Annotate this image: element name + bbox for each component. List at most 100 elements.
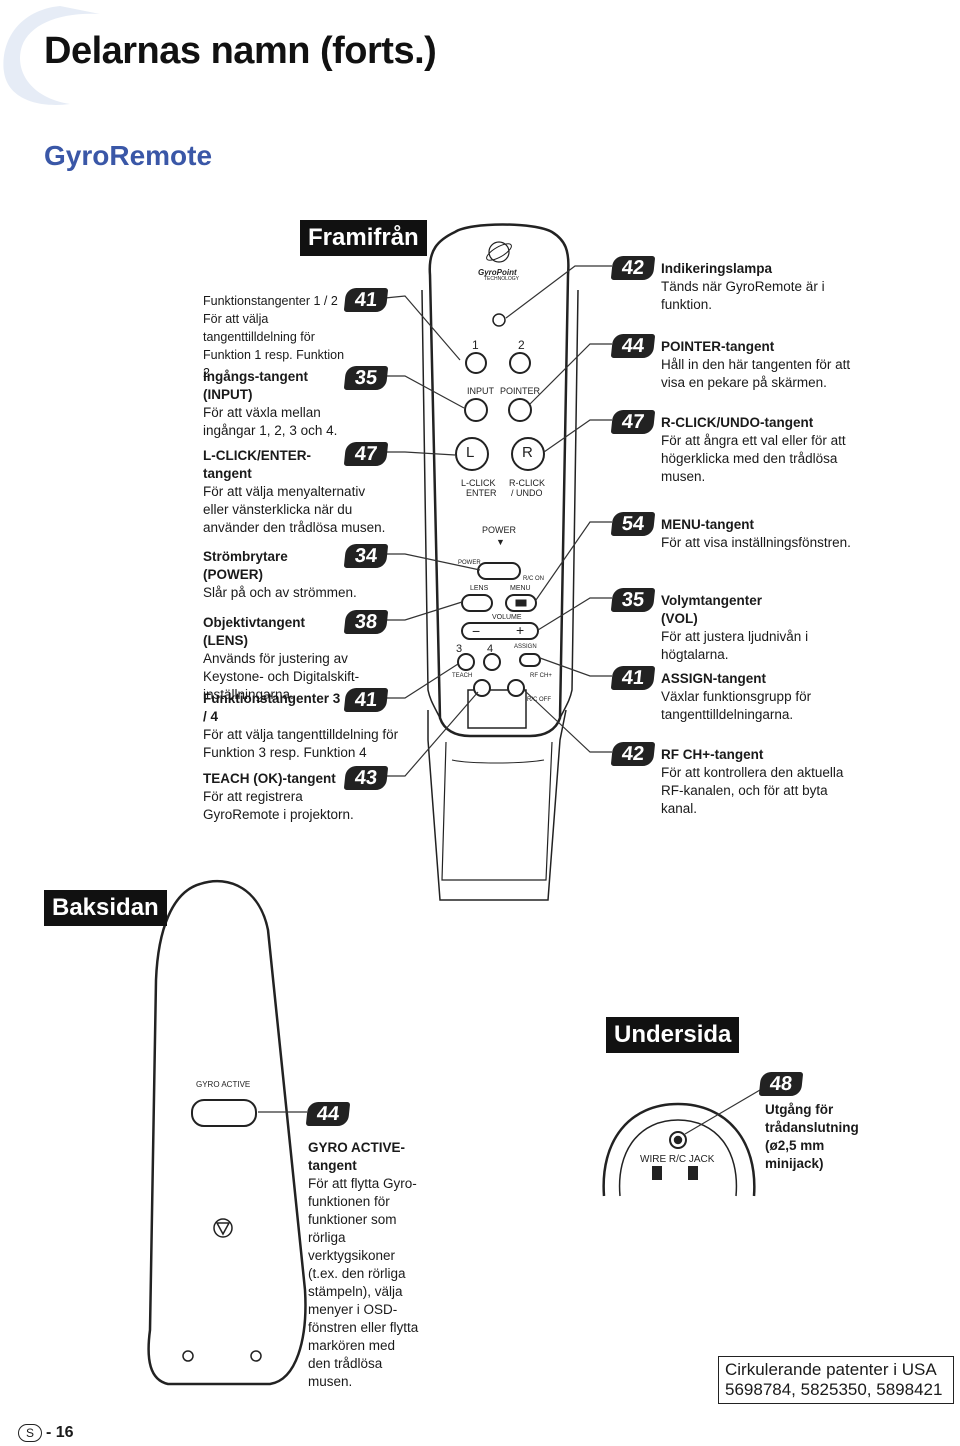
badge-page-ref: 38	[343, 610, 389, 634]
badge-page-ref: 47	[610, 410, 656, 434]
page-number-value: - 16	[46, 1424, 74, 1441]
callout-volume-keys: Volymtangenter (VOL) För att justera lju…	[661, 592, 821, 664]
remote-menu-label: MENU	[510, 585, 531, 592]
callout-wire-jack: Utgång för trådanslutning (ø2,5 mm minij…	[765, 1101, 865, 1173]
remote-rc-on-label: R/C ON	[523, 576, 544, 582]
callout-indicator-lamp-title: Indikeringslampa	[661, 261, 773, 276]
volume-plus-icon: +	[516, 622, 525, 638]
badge-page-ref: 47	[343, 442, 389, 466]
callout-pointer-key-text: Håll in den här tangenten för att visa e…	[661, 357, 851, 390]
callout-func-1-2-text: För att välja tangenttilldelning för Fun…	[203, 312, 345, 380]
remote-key-4-label: 4	[487, 643, 494, 655]
callout-assign-key-text: Växlar funktionsgrupp för tangenttilldel…	[661, 689, 812, 722]
patent-notice: Cirkulerande patenter i USA 5698784, 582…	[718, 1356, 954, 1404]
badge-page-ref: 44	[305, 1102, 351, 1126]
remote-pointer-label: POINTER	[500, 386, 541, 396]
remote-brand-sub-label: TECHNOLOGY	[484, 276, 520, 282]
remote-key-3-label: 3	[456, 643, 463, 655]
corner-swoosh	[3, 6, 100, 105]
callout-power-key-title: Strömbrytare (POWER)	[203, 549, 288, 582]
patent-line-1: Cirkulerande patenter i USA	[725, 1360, 937, 1379]
remote-gyro-active-label: GYRO ACTIVE	[196, 1080, 251, 1089]
remote-l-key-label: L	[466, 444, 475, 461]
remote-wire-jack-label: WIRE R/C JACK	[640, 1154, 715, 1165]
remote-assign-label: ASSIGN	[514, 644, 537, 650]
remote-key-2-label: 2	[518, 338, 525, 352]
callout-teach-key: TEACH (OK)-tangent För att registrera Gy…	[203, 770, 373, 824]
badge-page-ref: 54	[610, 512, 656, 536]
section-label-back: Baksidan	[44, 890, 167, 926]
callout-power-key-text: Slår på och av strömmen.	[203, 585, 357, 600]
callout-func-3-4-text: För att välja tangenttilldelning för Fun…	[203, 727, 399, 760]
section-label-bottom: Undersida	[606, 1017, 740, 1053]
badge-page-ref: 48	[758, 1072, 804, 1096]
callout-menu-key-title: MENU-tangent	[661, 517, 754, 532]
badge-page-ref: 43	[343, 766, 389, 790]
callout-indicator-lamp: Indikeringslampa Tänds när GyroRemote är…	[661, 260, 841, 314]
section-label-front: Framifrån	[300, 220, 427, 256]
callout-lens-key-text: Används för justering av Keystone- och D…	[203, 651, 360, 702]
badge-page-ref: 34	[343, 544, 389, 568]
volume-minus-icon: −	[472, 623, 481, 639]
page-prefix: S	[18, 1424, 42, 1442]
callout-func-1-2-title: Funktionstangenter 1 / 2	[203, 294, 338, 308]
callout-pointer-key: POINTER-tangent Håll in den här tangente…	[661, 338, 861, 392]
remote-lclick-label: L-CLICK	[461, 478, 496, 488]
callout-rclick-key-title: R-CLICK/UNDO-tangent	[661, 415, 814, 430]
remote-undo-label: / UNDO	[511, 488, 543, 498]
badge-page-ref: 41	[343, 288, 389, 312]
page-subtitle: GyroRemote	[44, 140, 213, 171]
callout-pointer-key-title: POINTER-tangent	[661, 339, 775, 354]
callout-input-key: Ingångs-tangent (INPUT) För att växla me…	[203, 368, 343, 440]
callout-input-key-title: Ingångs-tangent (INPUT)	[203, 369, 308, 402]
callout-rfch-key: RF CH+-tangent För att kontrollera den a…	[661, 746, 846, 818]
callout-wire-jack-title: Utgång för trådanslutning (ø2,5 mm minij…	[765, 1102, 859, 1171]
front-leader-lines-right	[505, 265, 612, 753]
badge-page-ref: 44	[610, 334, 656, 358]
callout-rclick-key: R-CLICK/UNDO-tangent För att ångra ett v…	[661, 414, 861, 486]
callout-func-3-4: Funktionstangenter 3 / 4 För att välja t…	[203, 690, 403, 762]
callout-power-key: Strömbrytare (POWER) Slår på och av strö…	[203, 548, 363, 602]
remote-brand-label: GyroPoint	[478, 268, 517, 277]
remote-rclick-label: R-CLICK	[509, 478, 546, 488]
remote-key-1-label: 1	[472, 338, 479, 352]
callout-rfch-key-title: RF CH+-tangent	[661, 747, 764, 762]
bottom-view-drawing	[602, 1089, 761, 1197]
remote-power-label: POWER	[482, 525, 517, 535]
callout-assign-key: ASSIGN-tangent Växlar funktionsgrupp för…	[661, 670, 821, 724]
callout-rfch-key-text: För att kontrollera den aktuella RF-kana…	[661, 765, 844, 816]
callout-lclick-key-text: För att välja menyalternativ eller vänst…	[203, 484, 386, 535]
remote-input-label: INPUT	[467, 386, 494, 396]
callout-volume-keys-title: Volymtangenter (VOL)	[661, 593, 763, 626]
front-leader-lines-left	[384, 295, 481, 777]
callout-assign-key-title: ASSIGN-tangent	[661, 671, 767, 686]
callout-lens-key: Objektivtangent (LENS) Används för juste…	[203, 614, 408, 704]
callout-menu-key: MENU-tangent För att visa inställningsfö…	[661, 516, 901, 552]
remote-rf-ch-label: RF CH+	[530, 673, 552, 679]
badge-page-ref: 35	[343, 366, 389, 390]
callout-indicator-lamp-text: Tänds när GyroRemote är i funktion.	[661, 279, 825, 312]
remote-enter-label: ENTER	[466, 488, 497, 498]
callout-menu-key-text: För att visa inställningsfönstren.	[661, 535, 851, 550]
badge-page-ref: 41	[610, 666, 656, 690]
back-remote-details	[182, 1099, 307, 1362]
patent-line-2: 5698784, 5825350, 5898421	[725, 1380, 943, 1399]
callout-lclick-key: L-CLICK/ENTER-tangent För att välja meny…	[203, 447, 388, 537]
badge-page-ref: 41	[343, 688, 389, 712]
callout-teach-key-title: TEACH (OK)-tangent	[203, 771, 336, 786]
front-remote-buttons	[455, 241, 545, 697]
remote-volume-label: VOLUME	[492, 614, 522, 621]
callout-gyro-active-key-title: GYRO ACTIVE-tangent	[308, 1140, 406, 1173]
remote-rc-off-label: R/C OFF	[527, 697, 551, 703]
callout-func-1-2: Funktionstangenter 1 / 2 För att välja t…	[203, 292, 353, 382]
callout-lclick-key-title: L-CLICK/ENTER-tangent	[203, 448, 311, 481]
callout-func-3-4-title: Funktionstangenter 3 / 4	[203, 691, 341, 724]
callout-input-key-text: För att växla mellan ingångar 1, 2, 3 oc…	[203, 405, 338, 438]
callout-gyro-active-key-text: För att flytta Gyro-funktionen för funkt…	[308, 1176, 419, 1389]
power-arrow-icon: ▼	[496, 537, 505, 547]
page-title: Delarnas namn (forts.)	[44, 30, 437, 72]
badge-page-ref: 42	[610, 256, 656, 280]
remote-power-small-label: POWER	[458, 560, 481, 566]
badge-page-ref: 35	[610, 588, 656, 612]
callout-gyro-active-key: GYRO ACTIVE-tangent För att flytta Gyro-…	[308, 1139, 420, 1391]
